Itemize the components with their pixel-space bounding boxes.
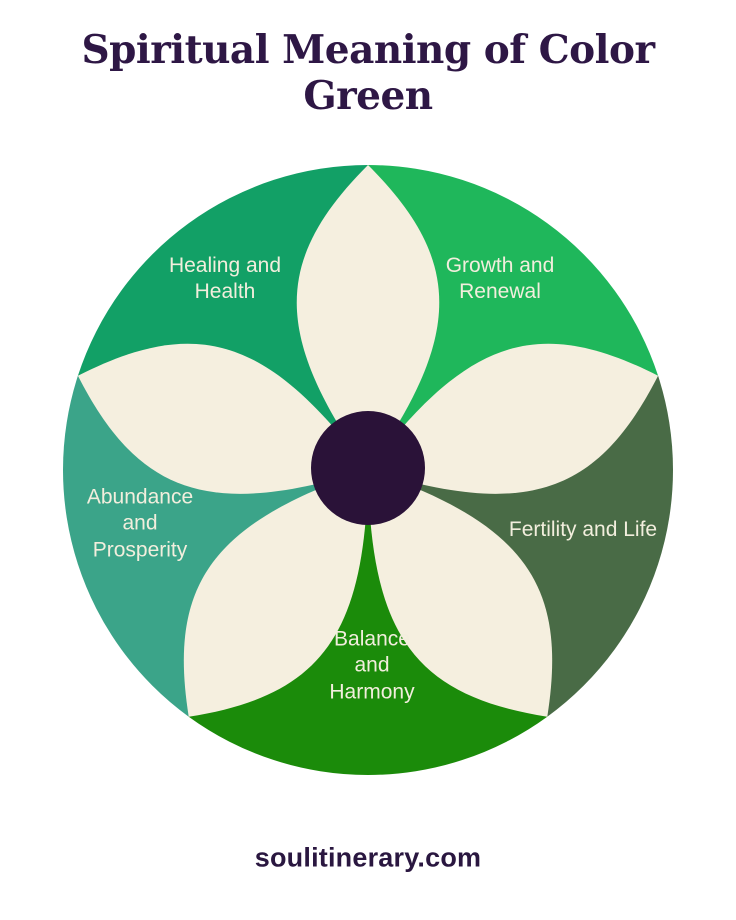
petal: [296, 165, 440, 470]
petal: [368, 343, 659, 494]
petal: [77, 343, 368, 494]
flower-center-dot: [311, 411, 425, 525]
website-footer: soulitinerary.com: [254, 842, 482, 873]
segment-balance-wedge: [188, 470, 548, 775]
petal: [368, 470, 553, 717]
page-title: Spiritual Meaning of Color Green: [81, 27, 655, 119]
petal: [183, 469, 368, 717]
